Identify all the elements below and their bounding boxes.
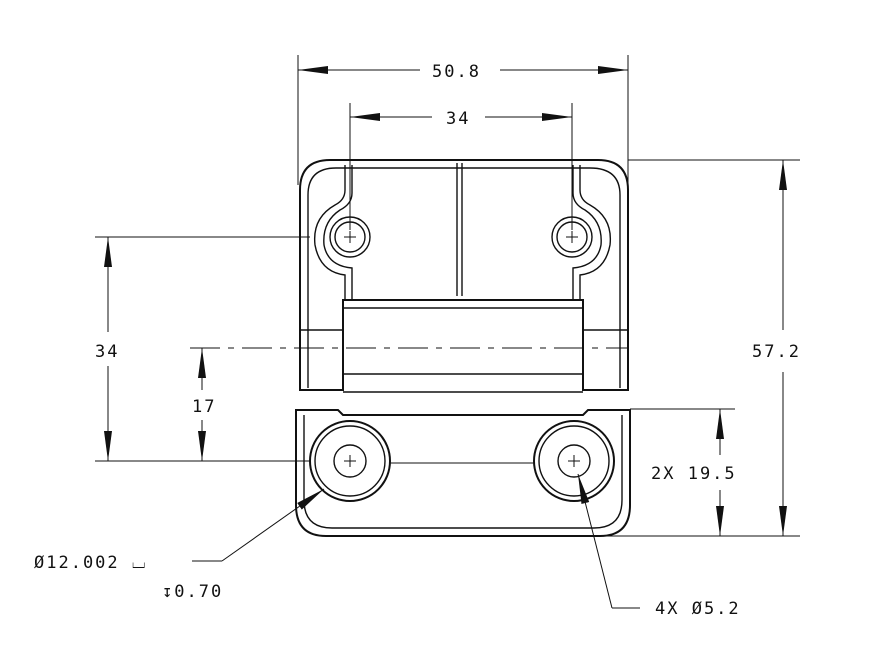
hinge-upper-leaf bbox=[299, 159, 629, 393]
bottom-right-hole bbox=[533, 420, 615, 502]
dim-bottom-hole-height-label: 2X 19.5 bbox=[651, 464, 737, 484]
callout-counterbore-label: Ø12.002 ⌴ bbox=[34, 553, 147, 573]
callout-hole-dia bbox=[577, 473, 640, 609]
dim-top-hole-spacing-label: 34 bbox=[446, 109, 470, 129]
callout-counterbore-depth-label: ↧0.70 bbox=[162, 582, 223, 602]
dim-overall-width bbox=[297, 55, 629, 185]
hinge-lower-leaf bbox=[295, 409, 631, 537]
dim-hole-vertical-spacing-label: 34 bbox=[95, 342, 119, 362]
callout-hole-dia-label: 4X Ø5.2 bbox=[655, 599, 741, 619]
dim-bottom-hole-height bbox=[630, 408, 735, 537]
dim-overall-height-label: 57.2 bbox=[752, 342, 801, 362]
callout-counterbore bbox=[192, 488, 325, 562]
dim-overall-width-label: 50.8 bbox=[432, 62, 481, 82]
bottom-left-hole bbox=[309, 420, 391, 502]
dim-axis-offset-label: 17 bbox=[192, 397, 216, 417]
dim-top-hole-spacing bbox=[349, 103, 573, 230]
